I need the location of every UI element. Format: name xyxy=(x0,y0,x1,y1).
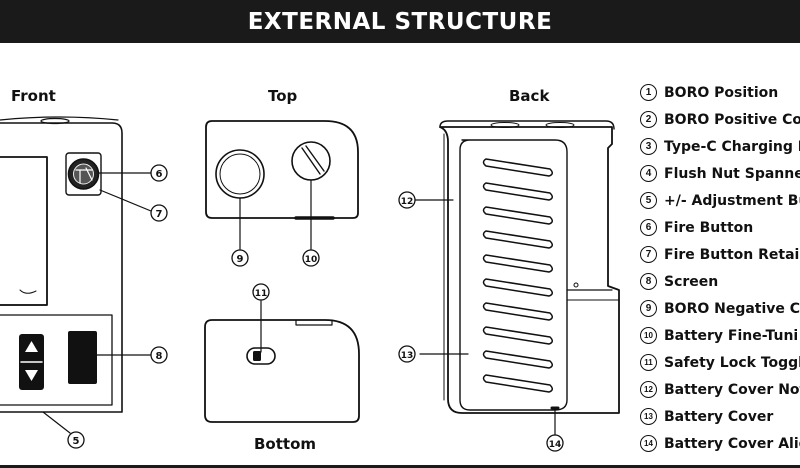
legend-label: BORO Negative Co xyxy=(664,300,800,317)
legend-item: 13 Battery Cover xyxy=(640,403,800,430)
title-banner: EXTERNAL STRUCTURE xyxy=(0,0,800,43)
callout-6-label: 6 xyxy=(156,169,163,180)
legend-label: +/- Adjustment Bu xyxy=(664,192,800,209)
front-view xyxy=(0,116,123,413)
callout-12-label: 12 xyxy=(401,197,414,207)
callout-9-label: 9 xyxy=(237,254,244,265)
legend-item: 9 BORO Negative Co xyxy=(640,295,800,322)
legend-number: 1 xyxy=(640,84,657,101)
callout-14-label: 14 xyxy=(549,440,562,450)
legend-item: 4 Flush Nut Spanne xyxy=(640,160,800,187)
legend-label: Battery Cover Alig xyxy=(664,435,800,452)
legend-number: 3 xyxy=(640,138,657,155)
bottom-rule xyxy=(0,465,800,468)
legend-label: Safety Lock Toggl xyxy=(664,354,800,371)
view-label-top: Top xyxy=(268,87,298,105)
screen xyxy=(0,156,48,306)
legend-label: Battery Cover xyxy=(664,408,774,425)
legend-item: 6 Fire Button xyxy=(640,214,800,241)
boro-negative-contact xyxy=(215,149,265,199)
legend-item: 5 +/- Adjustment Bu xyxy=(640,187,800,214)
callout-7-label: 7 xyxy=(156,209,163,220)
legend-item: 8 Screen xyxy=(640,268,800,295)
legend-number: 6 xyxy=(640,219,657,236)
legend-number: 5 xyxy=(640,192,657,209)
legend-label: Screen xyxy=(664,273,719,290)
top-view xyxy=(205,120,359,220)
legend-number: 9 xyxy=(640,300,657,317)
parts-legend: 1 BORO Position 2 BORO Positive Co 3 Type-C… xyxy=(640,79,800,457)
callout-9 xyxy=(231,249,249,267)
legend-item: 2 BORO Positive Co xyxy=(640,106,800,133)
arrow-up-icon xyxy=(25,341,38,352)
legend-item: 7 Fire Button Retair xyxy=(640,241,800,268)
callout-7 xyxy=(150,204,168,222)
screen-window xyxy=(68,331,97,384)
fire-button-retainer xyxy=(65,152,102,196)
back-view xyxy=(439,120,620,414)
callout-5 xyxy=(67,431,85,449)
legend-item: 14 Battery Cover Alig xyxy=(640,430,800,457)
legend-label: BORO Positive Co xyxy=(664,111,800,128)
callout-13 xyxy=(398,345,416,363)
legend-number: 2 xyxy=(640,111,657,128)
legend-number: 10 xyxy=(640,327,657,344)
legend-label: Fire Button xyxy=(664,219,754,236)
arrow-down-icon xyxy=(25,370,38,381)
view-label-bottom: Bottom xyxy=(254,435,317,453)
legend-label: Type-C Charging I xyxy=(664,138,800,155)
page-title: EXTERNAL STRUCTURE xyxy=(247,8,553,35)
legend-label: BORO Position xyxy=(664,84,779,101)
legend-label: Battery Cover Not xyxy=(664,381,800,398)
leader-lines xyxy=(42,172,556,436)
legend-number: 4 xyxy=(640,165,657,182)
legend-item: 12 Battery Cover Not xyxy=(640,376,800,403)
legend-number: 7 xyxy=(640,246,657,263)
legend-number: 13 xyxy=(640,408,657,425)
callout-10-label: 10 xyxy=(305,255,318,265)
callout-14 xyxy=(546,434,564,452)
callout-13-label: 13 xyxy=(401,351,414,361)
view-label-front: Front xyxy=(11,87,56,105)
legend-number: 14 xyxy=(640,435,657,452)
legend-number: 8 xyxy=(640,273,657,290)
callout-12 xyxy=(398,191,416,209)
legend-label: Battery Fine-Tuni xyxy=(664,327,799,344)
view-label-back: Back xyxy=(509,87,550,105)
callout-8-label: 8 xyxy=(156,351,163,362)
legend-item: 10 Battery Fine-Tuni xyxy=(640,322,800,349)
bottom-view xyxy=(204,319,360,423)
callout-8 xyxy=(150,346,168,364)
callout-11-label: 11 xyxy=(255,289,268,299)
battery-cover xyxy=(459,139,568,411)
callout-circles xyxy=(67,164,564,452)
legend-item: 11 Safety Lock Toggl xyxy=(640,349,800,376)
legend-item: 1 BORO Position xyxy=(640,79,800,106)
legend-label: Flush Nut Spanne xyxy=(664,165,800,182)
legend-item: 3 Type-C Charging I xyxy=(640,133,800,160)
legend-number: 11 xyxy=(640,354,657,371)
callout-6 xyxy=(150,164,168,182)
callout-10 xyxy=(302,249,320,267)
legend-label: Fire Button Retair xyxy=(664,246,800,263)
legend-number: 12 xyxy=(640,381,657,398)
callout-11 xyxy=(252,283,270,301)
callout-5-label: 5 xyxy=(73,436,80,447)
